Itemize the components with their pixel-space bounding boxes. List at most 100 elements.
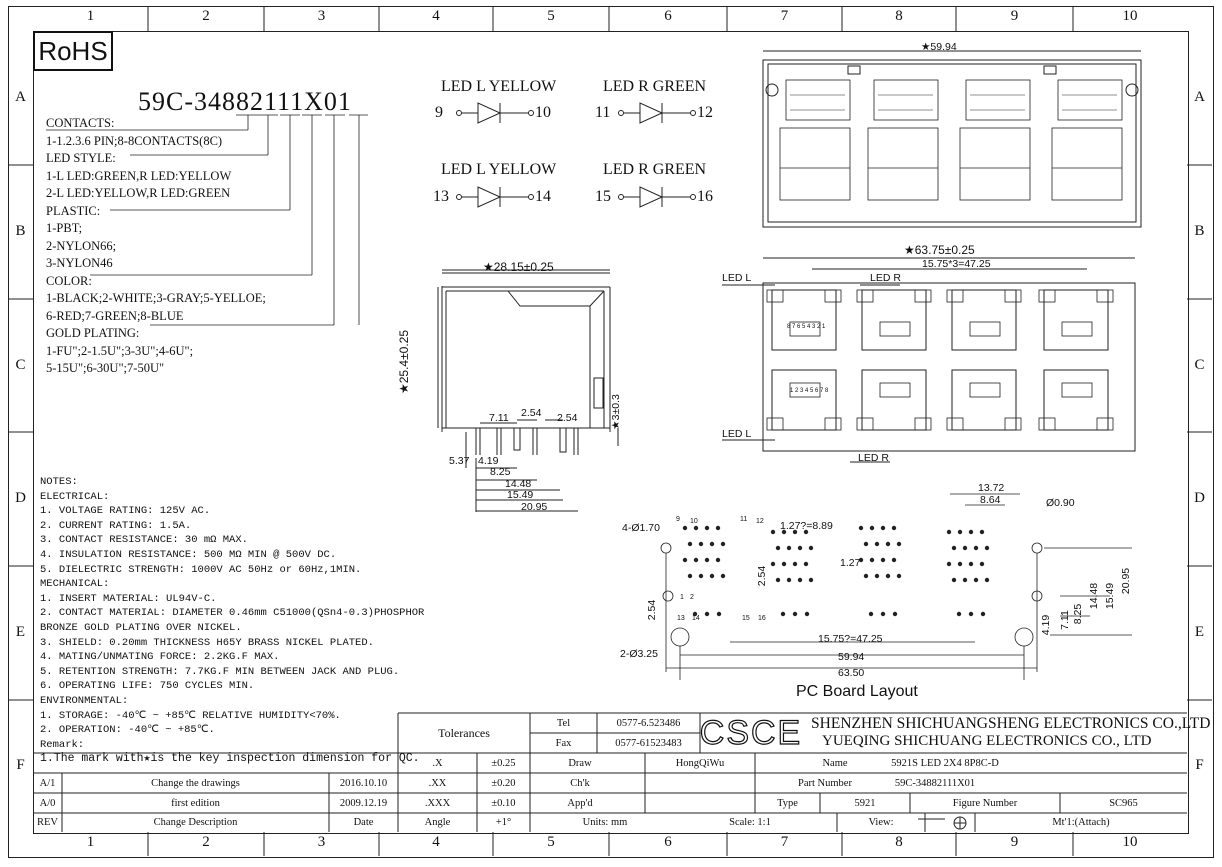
pcb-hole bbox=[880, 525, 886, 531]
scale-value: Scale: 1:1 bbox=[729, 817, 771, 828]
front-led-r-bottom: LED R bbox=[858, 452, 889, 464]
tolerance-value: ±0.10 bbox=[491, 797, 516, 809]
pcb-hole bbox=[973, 577, 979, 583]
pcb-hole bbox=[797, 545, 803, 551]
pcb-hole bbox=[716, 611, 722, 617]
pcb-hole bbox=[693, 525, 699, 531]
pcb-hole bbox=[979, 561, 985, 567]
column-label: 1 bbox=[86, 834, 95, 850]
tolerance-key: .XXX bbox=[424, 797, 451, 809]
spec-line: 1-PBT; bbox=[46, 221, 83, 235]
pcb-hole bbox=[808, 577, 814, 583]
led-2-pin-a: 11 bbox=[595, 104, 611, 121]
led-1-pin-a: 9 bbox=[435, 104, 443, 121]
pcb-pin-label: 15 bbox=[742, 615, 750, 622]
tolerance-value: ±0.25 bbox=[491, 757, 516, 769]
pcb-pin-label: 11 bbox=[740, 516, 748, 523]
pcb-hole bbox=[704, 557, 710, 563]
fax-value: 0577-61523483 bbox=[615, 737, 682, 749]
spec-line: CONTACTS: bbox=[46, 116, 115, 130]
pcb-dim-6350: 63.50 bbox=[838, 667, 865, 679]
row-label: F bbox=[16, 757, 25, 773]
figure-label: Figure Number bbox=[952, 797, 1018, 809]
pcb-hole bbox=[770, 561, 776, 567]
pcb-hole bbox=[980, 611, 986, 617]
pcb-dim-127: 1.27 bbox=[840, 557, 861, 569]
draw-label: Draw bbox=[568, 757, 592, 769]
pcb-hole bbox=[946, 561, 952, 567]
note-line: 1. VOLTAGE RATING: 125V AC. bbox=[40, 505, 211, 518]
note-line: 1. STORAGE: -40℃ ~ +85℃ RELATIVE HUMIDIT… bbox=[40, 709, 341, 722]
note-line: 1.The mark with★is the key inspection di… bbox=[40, 752, 420, 766]
pcb-pin-label: 12 bbox=[756, 518, 764, 525]
column-label: 2 bbox=[202, 834, 210, 850]
pcb-hole bbox=[797, 577, 803, 583]
led-3-pin-b: 14 bbox=[535, 188, 551, 205]
pcb-hole bbox=[804, 611, 810, 617]
revision-description: Change the drawings bbox=[151, 777, 240, 789]
column-label: 5 bbox=[547, 8, 555, 24]
revision-code: A/1 bbox=[39, 777, 56, 789]
tolerances-label: Tolerances bbox=[438, 725, 490, 740]
tolerance-value: ±0.20 bbox=[491, 777, 516, 789]
note-line: 3. SHIELD: 0.20mm THICKNESS H65Y BRASS N… bbox=[40, 636, 374, 649]
column-label: 1 bbox=[86, 8, 95, 24]
pcb-pin-label: 16 bbox=[758, 615, 766, 622]
column-label: 8 bbox=[895, 834, 903, 850]
pcb-hole bbox=[693, 557, 699, 563]
pcb-hole bbox=[880, 557, 886, 563]
pcb-hole bbox=[803, 529, 809, 535]
pcb-hole bbox=[863, 541, 869, 547]
row-label: A bbox=[15, 89, 26, 105]
pcb-hole bbox=[720, 573, 726, 579]
company-name-2: YUEQING SHICHUANG ELECTRONICS CO., LTD bbox=[822, 733, 1152, 749]
row-label: B bbox=[1194, 223, 1205, 239]
pcb-hole bbox=[687, 541, 693, 547]
revision-date: 2009.12.19 bbox=[339, 797, 388, 809]
pcb-hole bbox=[885, 541, 891, 547]
pn-label: Part Number bbox=[798, 777, 852, 789]
material-value: Mt'1:(Attach) bbox=[1052, 817, 1110, 828]
column-label: 2 bbox=[202, 8, 210, 24]
pcb-hole bbox=[709, 541, 715, 547]
figure-value: SC965 bbox=[1109, 797, 1138, 809]
note-line: BRONZE GOLD PLATING OVER NICKEL. bbox=[40, 622, 242, 634]
pcb-hole bbox=[968, 611, 974, 617]
pcb-title: PC Board Layout bbox=[796, 683, 918, 700]
pcb-pin-label: 2 bbox=[690, 594, 694, 601]
name-value: 5921S LED 2X4 8P8C-D bbox=[891, 757, 999, 769]
rohs-badge: RoHS bbox=[33, 31, 113, 71]
note-line: 4. MATING/UNMATING FORCE: 2.2KG.F MAX. bbox=[40, 651, 280, 664]
note-line: 5. RETENTION STRENGTH: 7.7KG.F MIN BETWE… bbox=[40, 665, 400, 678]
spec-line: 2-L LED:YELLOW,R LED:GREEN bbox=[46, 186, 231, 200]
pcb-hole bbox=[858, 557, 864, 563]
led-1-pin-b: 10 bbox=[535, 104, 551, 121]
pcb-hole bbox=[951, 545, 957, 551]
note-line: MECHANICAL: bbox=[40, 578, 110, 591]
pcb-hole bbox=[896, 573, 902, 579]
pcb-dim-127-889: 1.27?=8.89 bbox=[780, 520, 833, 532]
led-2-title: LED R GREEN bbox=[603, 78, 707, 95]
revision-description: first edition bbox=[171, 797, 220, 809]
note-line: 5. DIELECTRIC STRENGTH: 1000V AC 50Hz or… bbox=[40, 563, 362, 576]
pcb-pin-label: 1 bbox=[680, 594, 684, 601]
spec-line: 1-1.2.3.6 PIN;8-8CONTACTS(8C) bbox=[46, 133, 223, 148]
date-header: Date bbox=[353, 817, 374, 828]
pcb-hole bbox=[979, 529, 985, 535]
pcb-hole bbox=[692, 611, 698, 617]
tolerance-key: Angle bbox=[424, 817, 451, 828]
revision-date: 2016.10.10 bbox=[339, 777, 388, 789]
appd-label: App'd bbox=[567, 797, 593, 809]
chk-label: Ch'k bbox=[570, 777, 590, 789]
column-label: 9 bbox=[1010, 834, 1019, 850]
row-label: E bbox=[1194, 624, 1205, 640]
pcb-holes-4: 4-Ø1.70 bbox=[622, 522, 660, 534]
side-width-dim: ★28.15±0.25 bbox=[483, 260, 554, 274]
pcb-hole bbox=[786, 545, 792, 551]
side-dim-419: 4.19 bbox=[478, 455, 499, 467]
column-label: 6 bbox=[664, 8, 672, 24]
note-line: 1. INSERT MATERIAL: UL94V-C. bbox=[40, 592, 217, 605]
pcb-hole bbox=[891, 525, 897, 531]
pcb-hole bbox=[869, 525, 875, 531]
